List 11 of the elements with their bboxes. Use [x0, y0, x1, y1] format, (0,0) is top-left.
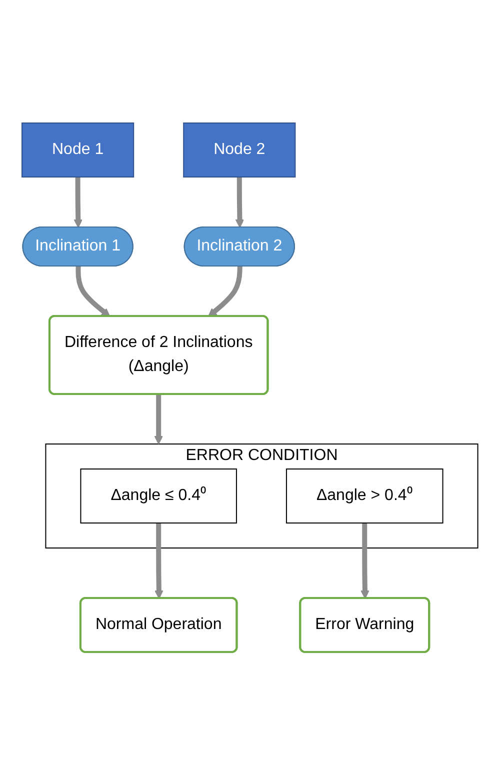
node-box: Δangle > 0.4⁰ — [286, 468, 443, 523]
arrow — [208, 266, 242, 316]
node-box: Δangle ≤ 0.4⁰ — [80, 468, 237, 523]
arrow — [154, 522, 163, 598]
node-box: Node 2 — [182, 122, 296, 177]
arrow — [154, 394, 163, 444]
arrow — [234, 176, 244, 228]
arrow — [360, 522, 369, 598]
arrow — [75, 266, 110, 316]
node-box: Node 1 — [21, 122, 134, 177]
arrow — [73, 176, 82, 228]
